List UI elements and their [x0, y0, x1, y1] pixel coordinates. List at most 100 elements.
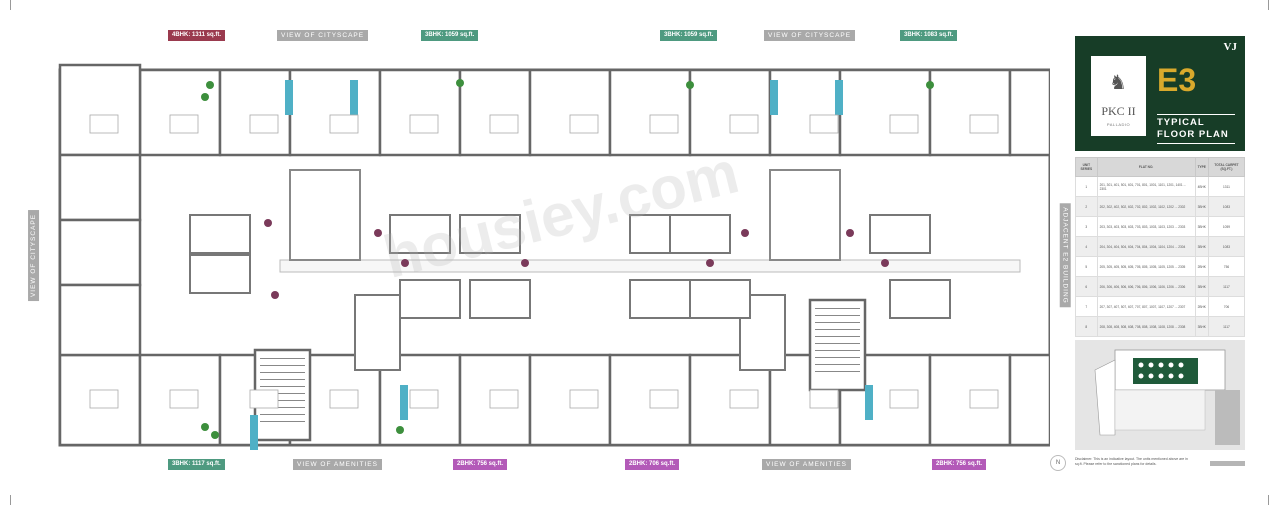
plant-icon	[926, 81, 934, 89]
unit-area-label: 2BHK: 756 sq.ft.	[453, 459, 508, 470]
room	[1008, 68, 1050, 157]
bed	[409, 389, 439, 409]
room	[928, 68, 1012, 157]
unit-marker	[706, 259, 714, 267]
kitchen	[189, 214, 251, 254]
kitchen	[669, 214, 731, 254]
key-plan	[1075, 340, 1245, 450]
unit-area-label: 2BHK: 706 sq.ft.	[625, 459, 680, 470]
table-cell: 1059	[1207, 216, 1246, 237]
stair-step	[815, 308, 860, 309]
view-label: VIEW OF AMENITIES	[762, 459, 851, 470]
bed	[169, 389, 199, 409]
kitchen	[189, 254, 251, 294]
plant-icon	[201, 93, 209, 101]
room	[768, 68, 842, 157]
bed	[329, 114, 359, 134]
view-label: VIEW OF CITYSCAPE	[277, 30, 369, 41]
adjacent-building-label: ADJACENT E2 BUILDING	[1059, 203, 1071, 308]
table-cell: 1083	[1207, 236, 1246, 257]
kitchen	[869, 214, 931, 254]
crop-mark	[1268, 0, 1269, 10]
stair-step	[815, 371, 860, 372]
kitchen	[629, 279, 691, 319]
unit-area-label: 3BHK: 1059 sq.ft.	[421, 30, 479, 41]
table-cell: 203, 303, 403, 503, 603, 703, 803, 1003,…	[1096, 216, 1196, 237]
room	[288, 68, 382, 157]
crop-mark	[1268, 495, 1269, 505]
stair-step	[815, 315, 860, 316]
kitchen	[389, 214, 451, 254]
bed	[249, 114, 279, 134]
room	[58, 63, 142, 157]
balcony-glass	[835, 80, 843, 115]
plant-icon	[206, 81, 214, 89]
north-compass-icon: N	[1050, 455, 1066, 471]
unit-marker	[521, 259, 529, 267]
unit-marker	[264, 219, 272, 227]
table-cell: 1117	[1207, 276, 1246, 297]
plant-icon	[686, 81, 694, 89]
bed	[329, 389, 359, 409]
view-label: VIEW OF CITYSCAPE	[764, 30, 856, 41]
stair-step	[260, 414, 305, 415]
view-label: VIEW OF AMENITIES	[293, 459, 382, 470]
bed	[969, 114, 999, 134]
corridor	[279, 259, 1021, 273]
footer-logo	[1210, 461, 1245, 466]
table-cell: 4	[1075, 236, 1098, 257]
bed	[809, 114, 839, 134]
developer-logo: VJ	[1223, 41, 1237, 53]
unit-area-label: 3BHK: 1059 sq.ft.	[660, 30, 718, 41]
room	[138, 68, 222, 157]
stair-step	[815, 343, 860, 344]
bed	[969, 389, 999, 409]
open-court	[769, 169, 841, 261]
bed	[889, 389, 919, 409]
table-cell: 208, 308, 408, 508, 608, 708, 808, 1008,…	[1096, 316, 1196, 337]
plant-icon	[211, 431, 219, 439]
bed	[569, 114, 599, 134]
table-cell: 8	[1075, 316, 1098, 337]
table-cell: 6	[1075, 276, 1098, 297]
project-logo: ♞ PKC II PALLADIO	[1091, 56, 1146, 136]
plant-icon	[201, 423, 209, 431]
table-cell: 3BHK	[1194, 196, 1209, 217]
room	[608, 68, 692, 157]
bed	[649, 114, 679, 134]
kitchen	[889, 279, 951, 319]
room	[218, 68, 292, 157]
plant-icon	[396, 426, 404, 434]
project-subname: PALLADIO	[1106, 122, 1131, 127]
table-cell: 1117	[1207, 316, 1246, 337]
stair-step	[260, 393, 305, 394]
table-cell: 3BHK	[1194, 316, 1209, 337]
table-cell: 3	[1075, 216, 1098, 237]
table-cell: 1311	[1207, 176, 1246, 197]
unit-area-label: 4BHK: 1311 sq.ft.	[168, 30, 226, 41]
balcony-glass	[400, 385, 408, 420]
room	[1008, 353, 1050, 447]
plant-icon	[456, 79, 464, 87]
kitchen	[459, 214, 521, 254]
bed	[569, 389, 599, 409]
room	[528, 68, 612, 157]
staircase	[808, 298, 867, 392]
unit-table: UNIT SERIES FLAT NO. TYPE TOTAL CARPET (…	[1075, 157, 1246, 337]
table-cell: 205, 305, 405, 505, 605, 705, 805, 1005,…	[1096, 256, 1196, 277]
table-cell: 1083	[1207, 196, 1246, 217]
table-cell: 2BHK	[1194, 256, 1209, 277]
stair-step	[815, 364, 860, 365]
stair-step	[260, 386, 305, 387]
crop-mark	[10, 495, 11, 505]
stair-step	[260, 379, 305, 380]
